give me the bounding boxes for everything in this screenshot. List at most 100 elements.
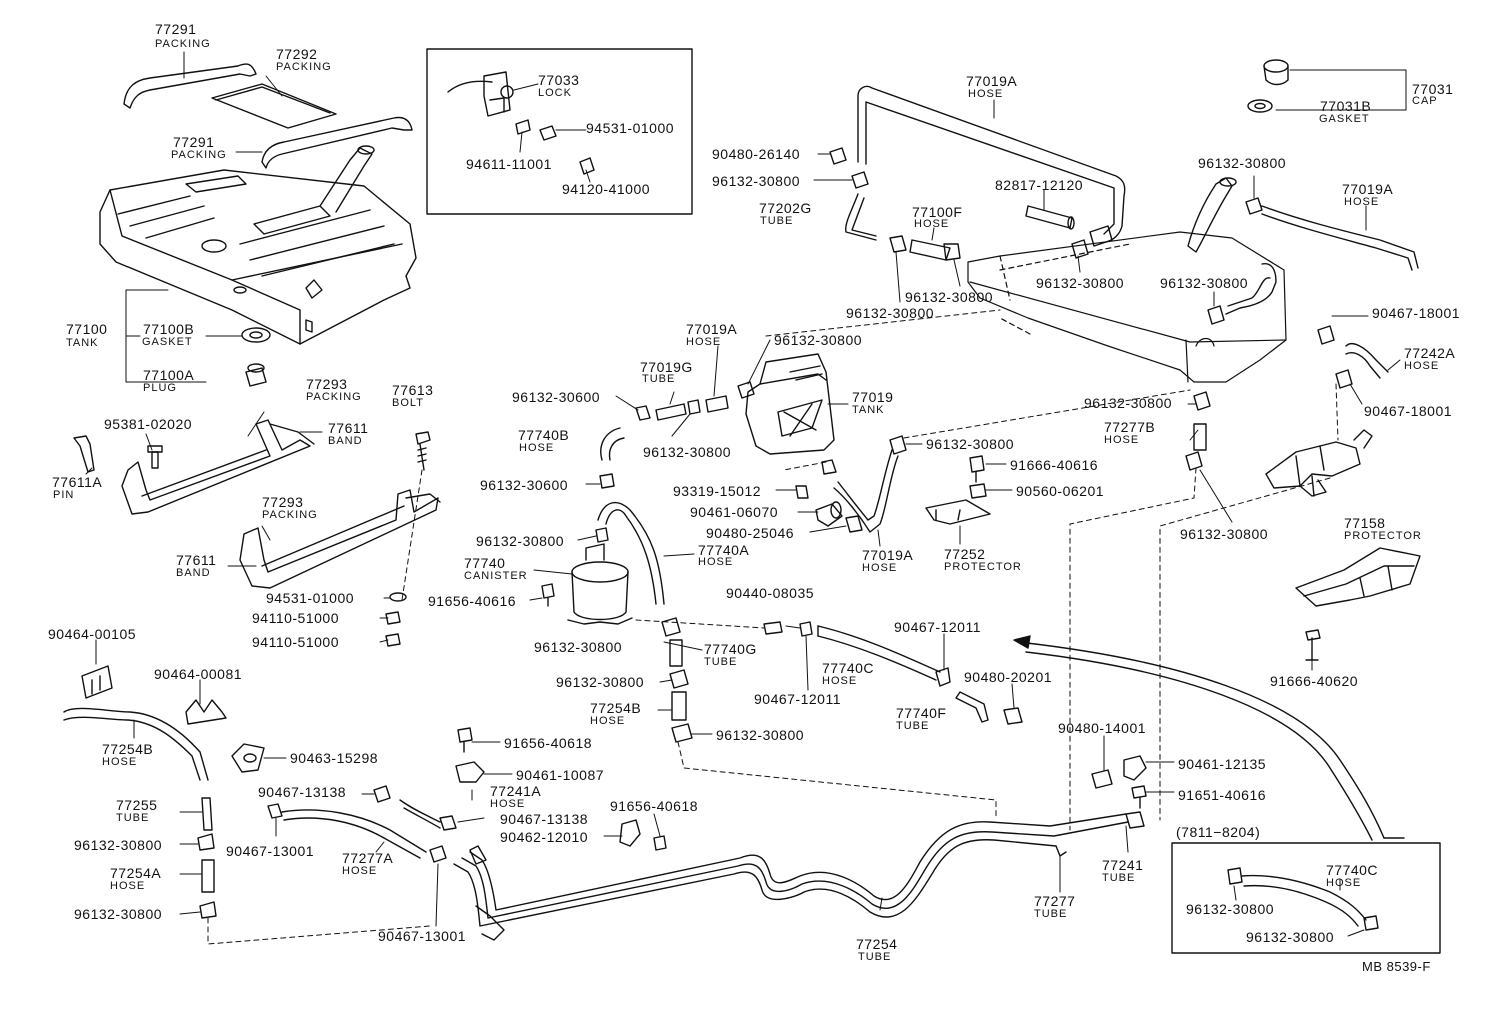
- dash-line-bolt: [401, 469, 423, 601]
- part-number-label: 90463-15298: [290, 750, 379, 766]
- center-lower-leaders: [657, 625, 1015, 735]
- clamp-96132-k: [889, 435, 907, 455]
- part-number-label: 94531-01000: [266, 590, 355, 606]
- clamp-90467-12011-top: [799, 621, 813, 637]
- part-number-label: 77033: [538, 72, 580, 88]
- part-number-label: 77019A: [686, 321, 738, 337]
- bolt-95381: [147, 445, 163, 469]
- part-number-label: 94110-51000: [252, 610, 339, 626]
- dash-center-lower: [635, 619, 997, 817]
- part-number-label: 91651-40616: [1178, 787, 1267, 803]
- dash-left-lower: [207, 917, 431, 945]
- cap-77031: [1263, 59, 1289, 86]
- bolt-91656-c: [653, 835, 667, 851]
- lock-nut-94120: [579, 157, 595, 175]
- part-number-label: 77254: [856, 936, 898, 952]
- part-number-label: 90480-14001: [1058, 720, 1147, 736]
- part-number-label: 77019A: [966, 73, 1018, 89]
- hose-77019a-center: [833, 449, 899, 533]
- part-number-label: 90467-12011: [754, 691, 841, 707]
- clamp-90480: [829, 147, 847, 165]
- part-number-label: 91666-40616: [1010, 457, 1099, 473]
- left-lower-leaders: [95, 639, 287, 915]
- clamp-93319: [795, 485, 809, 499]
- part-name-label: CANISTER: [464, 570, 528, 582]
- clamp-96132-j: [595, 527, 609, 543]
- part-name-label: TUBE: [1034, 908, 1068, 920]
- part-number-label: 94110-51000: [252, 634, 339, 650]
- leader-lines-top-left: [125, 51, 283, 383]
- part-name-label: HOSE: [1404, 360, 1440, 372]
- part-number-label: 90467-13001: [226, 843, 315, 859]
- variant-inset-frame: [1171, 842, 1441, 954]
- part-number-label: 77740F: [896, 705, 947, 721]
- bolt-91666-40616: [969, 455, 985, 483]
- clip-90461-10087: [455, 761, 485, 783]
- part-number-label: 77740G: [704, 641, 757, 657]
- part-name-label: TANK: [66, 337, 99, 349]
- clamp-96132-i: [687, 399, 701, 415]
- part-name-label: HOSE: [519, 442, 555, 454]
- part-name-label: TUBE: [1102, 872, 1136, 884]
- hose-77740a: [597, 501, 665, 605]
- part-number-label: 96132-30800: [476, 533, 565, 549]
- part-number-label: 77292: [276, 46, 318, 62]
- part-number-label: 77740: [464, 555, 506, 571]
- part-number-label: 90480-26140: [712, 146, 801, 162]
- part-number-label: 77031B: [1320, 98, 1372, 114]
- clip-90463: [231, 743, 265, 773]
- grommet-90560: [969, 483, 987, 499]
- bolt-91656-b: [457, 727, 473, 753]
- part-name-label: PACKING: [155, 38, 211, 50]
- hose-77242a: [1345, 342, 1389, 379]
- lock-washer-94611: [515, 119, 531, 135]
- part-number-label: 77277A: [342, 850, 394, 866]
- hose-77740c-center: [817, 625, 941, 681]
- part-number-label: 96132-30800: [926, 436, 1015, 452]
- part-number-label: 77740C: [1326, 862, 1379, 878]
- part-number-label: 96132-30800: [1198, 155, 1287, 171]
- part-name-label: HOSE: [914, 218, 950, 230]
- part-number-label: 77031: [1412, 81, 1454, 97]
- canister-77740: [567, 543, 633, 625]
- part-name-label: HOSE: [110, 880, 146, 892]
- part-name-label: TUBE: [760, 215, 794, 227]
- dash-center-1: [765, 309, 1191, 471]
- part-number-label: 77252: [944, 546, 986, 562]
- part-number-label: 96132-30800: [1186, 901, 1275, 917]
- part-number-label: 96132-30800: [1084, 395, 1173, 411]
- part-number-label: 90467-13138: [258, 784, 347, 800]
- lock-leaders: [513, 83, 591, 183]
- part-name-label: PACKING: [306, 391, 362, 403]
- hose-77019a-right: [1225, 205, 1419, 315]
- part-number-label: 91656-40618: [504, 735, 593, 751]
- tube-77255: [201, 797, 213, 831]
- part-name-label: HOSE: [1326, 877, 1362, 889]
- part-name-label: TUBE: [896, 720, 930, 732]
- plug-77100a: [245, 363, 267, 387]
- protector-leaders: [959, 463, 1013, 545]
- part-number-label: 77740C: [822, 660, 875, 676]
- clamp-center-small: [821, 459, 837, 475]
- part-number-label: 90467-13001: [378, 928, 467, 944]
- part-number-label: 96132-30800: [905, 289, 994, 305]
- grommet-90480-14001: [1091, 769, 1113, 789]
- part-name-label: BAND: [176, 567, 211, 579]
- hose-77241a: [399, 799, 441, 829]
- clamp-90464-00105: [81, 665, 113, 699]
- clamp-96132-m: [1185, 451, 1203, 471]
- clamp-96132-h: [737, 381, 755, 399]
- part-name-label: HOSE: [686, 336, 722, 348]
- clamp-bundle-left: [469, 845, 487, 865]
- part-name-label: CAP: [1412, 95, 1438, 107]
- part-name-label: GASKET: [1319, 113, 1370, 125]
- cap-bracket: [1275, 69, 1407, 111]
- clamp-bundle-right: [1125, 811, 1145, 829]
- part-number-label: 90467-13138: [500, 811, 589, 827]
- part-number-label: 91656-40618: [610, 798, 699, 814]
- clamp-96132-top: [851, 171, 869, 189]
- packing-77291-top: [123, 63, 257, 109]
- part-number-label: 93319-15012: [673, 483, 762, 499]
- part-number-label: 96132-30800: [556, 674, 645, 690]
- part-number-label: 91666-40620: [1270, 673, 1359, 689]
